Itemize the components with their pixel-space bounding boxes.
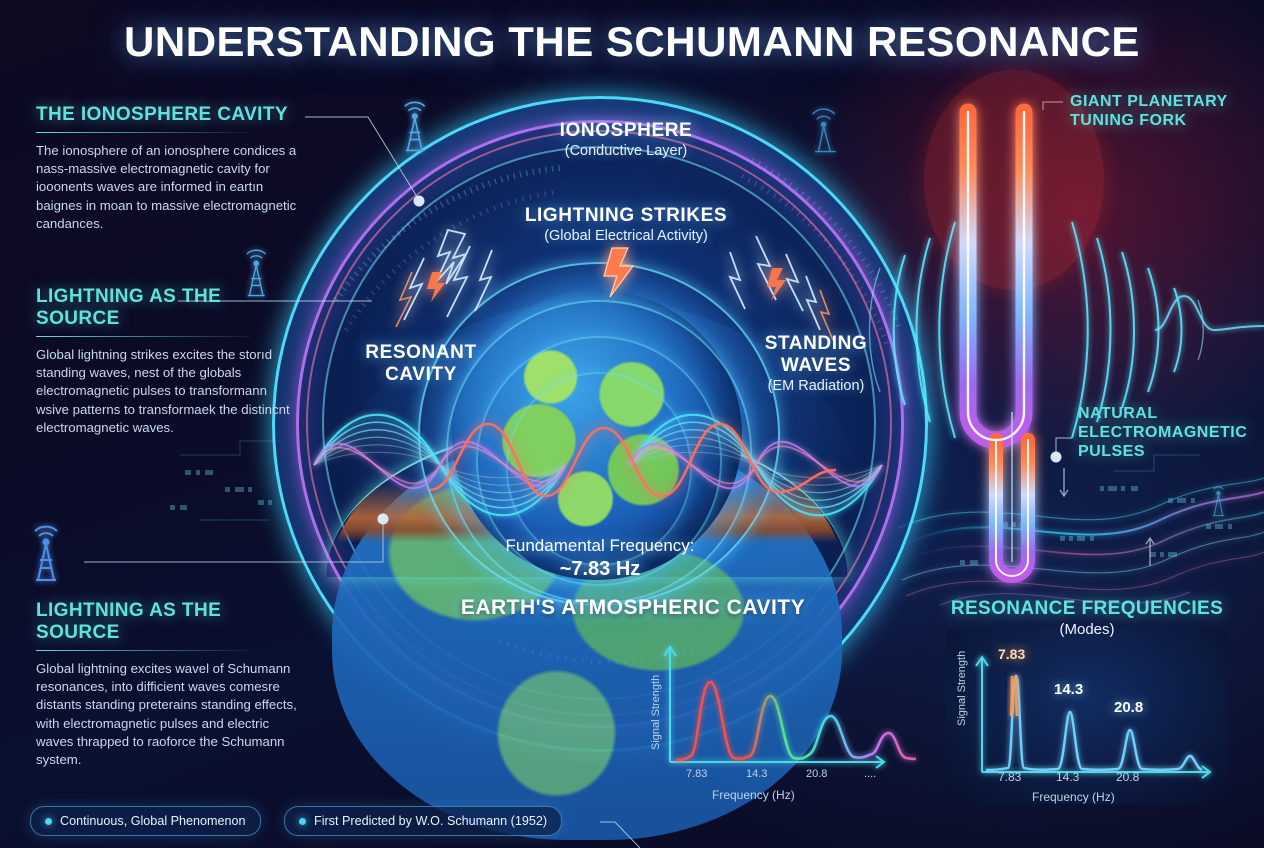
label-subtitle: (Global Electrical Activity) xyxy=(544,228,708,244)
chart-xtick-1: 14.3 xyxy=(1056,770,1080,784)
fundamental-label: Fundamental Frequency: xyxy=(505,536,695,555)
panel-ionosphere-cavity: THE IONOSPHERE CAVITY The ionosphere of … xyxy=(36,104,298,233)
label-tuning-fork: GIANT PLANETARY TUNING FORK xyxy=(1070,92,1260,130)
fundamental-frequency-callout: Fundamental Frequency: ~7.83 Hz xyxy=(470,536,730,581)
satellite-dish-icon xyxy=(812,108,836,153)
label-line1: NATURAL xyxy=(1078,405,1158,422)
chart-xlabel: Frequency (Hz) xyxy=(1032,790,1115,804)
panel-divider xyxy=(36,132,251,133)
label-line2: ELECTROMAGNETIC xyxy=(1078,424,1248,441)
label-standing-waves: STANDING WAVES (EM Radiation) xyxy=(740,333,892,394)
antenna-icon xyxy=(1212,486,1224,517)
page-title: UNDERSTANDING THE SCHUMANN RESONANCE xyxy=(124,18,1140,65)
chart-xtick-1: 14.3 xyxy=(746,768,768,780)
label-em-pulses: NATURAL ELECTROMAGNETIC PULSES xyxy=(1078,404,1264,461)
label-title: LIGHTNING STRIKES xyxy=(524,205,728,226)
chart-xtick-2: 20.8 xyxy=(806,768,828,780)
chart-primary-peak-highlight xyxy=(1009,675,1019,717)
fork-wave-tail xyxy=(1154,294,1264,332)
panel-divider xyxy=(36,650,251,651)
chart-resonance-frequencies: RESONANCE FREQUENCIES (Modes) Signal Str… xyxy=(946,598,1228,808)
chart-resonance-svg xyxy=(975,655,1212,779)
stream-arrows-decor xyxy=(1059,468,1155,566)
panel-heading: LIGHTNING AS THE SOURCE xyxy=(36,286,222,329)
chart-axes xyxy=(663,645,886,769)
chart-ylabel: Signal Strength xyxy=(956,650,968,726)
label-subtitle: (Conductive Layer) xyxy=(564,143,688,159)
label-subtitle: (EM Radiation) xyxy=(767,378,865,394)
panel-body: Global lightning excites wavel of Schuma… xyxy=(36,661,297,768)
chart-spectrum-center: Signal Strength 7.83 14.3 20.8 .... Freq… xyxy=(636,630,917,810)
panel-body: Global lightning strikes excites the sto… xyxy=(36,347,290,435)
panel-heading: THE IONOSPHERE CAVITY xyxy=(36,104,288,125)
chart-resonance-curve xyxy=(985,674,1203,772)
panel-lightning-source-1: LIGHTNING AS THE SOURCE Global lightning… xyxy=(36,286,298,437)
chart-xtick-3: .... xyxy=(864,768,877,780)
chart-peak-label-2: 20.8 xyxy=(1114,699,1144,716)
data-stream-decor xyxy=(897,477,1264,606)
chart-spectrum-curve xyxy=(675,680,917,762)
label-line2: TUNING FORK xyxy=(1070,112,1187,129)
label-title: IONOSPHERE xyxy=(559,120,693,141)
leader-dot-pulses xyxy=(1050,451,1062,463)
bullet-icon xyxy=(299,817,306,825)
chart-spectrum-center-svg xyxy=(663,645,917,769)
chart-title: RESONANCE FREQUENCIES xyxy=(950,598,1224,619)
badge-label: Continuous, Global Phenomenon xyxy=(60,814,246,828)
label-title-line1: RESONANT xyxy=(365,342,477,363)
chart-subtitle: (Modes) xyxy=(1059,621,1115,638)
label-resonant-cavity: RESONANT CAVITY xyxy=(356,342,486,386)
chart-axes xyxy=(975,655,1212,779)
fundamental-value: ~7.83 Hz xyxy=(559,558,641,580)
label-line3: PULSES xyxy=(1078,443,1146,460)
label-title-line2: WAVES xyxy=(780,355,852,376)
chart-xtick-2: 20.8 xyxy=(1116,770,1140,784)
badge-label: First Predicted by W.O. Schumann (1952) xyxy=(314,814,548,828)
radio-tower-icon xyxy=(404,101,426,152)
chart-peak-label-0: 7.83 xyxy=(998,646,1026,662)
resonance-chart-panel xyxy=(946,628,1228,804)
label-line1: GIANT PLANETARY xyxy=(1070,93,1228,110)
chart-ylabel: Signal Strength xyxy=(650,674,662,750)
leader-line-fork xyxy=(1042,101,1063,110)
radio-tower-icon xyxy=(34,525,58,581)
tuning-fork-body xyxy=(959,103,1035,583)
panel-divider xyxy=(36,336,251,337)
label-lightning-strikes: LIGHTNING STRIKES (Global Electrical Act… xyxy=(472,205,780,244)
label-title-line1: STANDING xyxy=(764,333,868,354)
badge-continuous-phenomenon[interactable]: Continuous, Global Phenomenon xyxy=(30,806,261,836)
leader-line-pulses xyxy=(1055,437,1072,455)
label-ionosphere: IONOSPHERE (Conductive Layer) xyxy=(492,120,760,159)
panel-heading: LIGHTNING AS THE SOURCE xyxy=(36,600,222,643)
panel-body: The ionosphere of an ionosphere condices… xyxy=(36,143,297,231)
chart-xlabel: Frequency (Hz) xyxy=(712,788,795,802)
label-atmospheric-cavity: EARTH'S ATMOSPHERIC CAVITY xyxy=(460,596,806,619)
panel-lightning-source-2: LIGHTNING AS THE SOURCE Global lightning… xyxy=(36,600,298,769)
label-title-line2: CAVITY xyxy=(385,364,457,385)
chart-xtick-0: 7.83 xyxy=(686,768,708,780)
chart-peak-label-1: 14.3 xyxy=(1054,681,1084,698)
badge-first-predicted[interactable]: First Predicted by W.O. Schumann (1952) xyxy=(284,806,563,836)
chart-xtick-0: 7.83 xyxy=(998,770,1022,784)
bullet-icon xyxy=(45,817,52,825)
